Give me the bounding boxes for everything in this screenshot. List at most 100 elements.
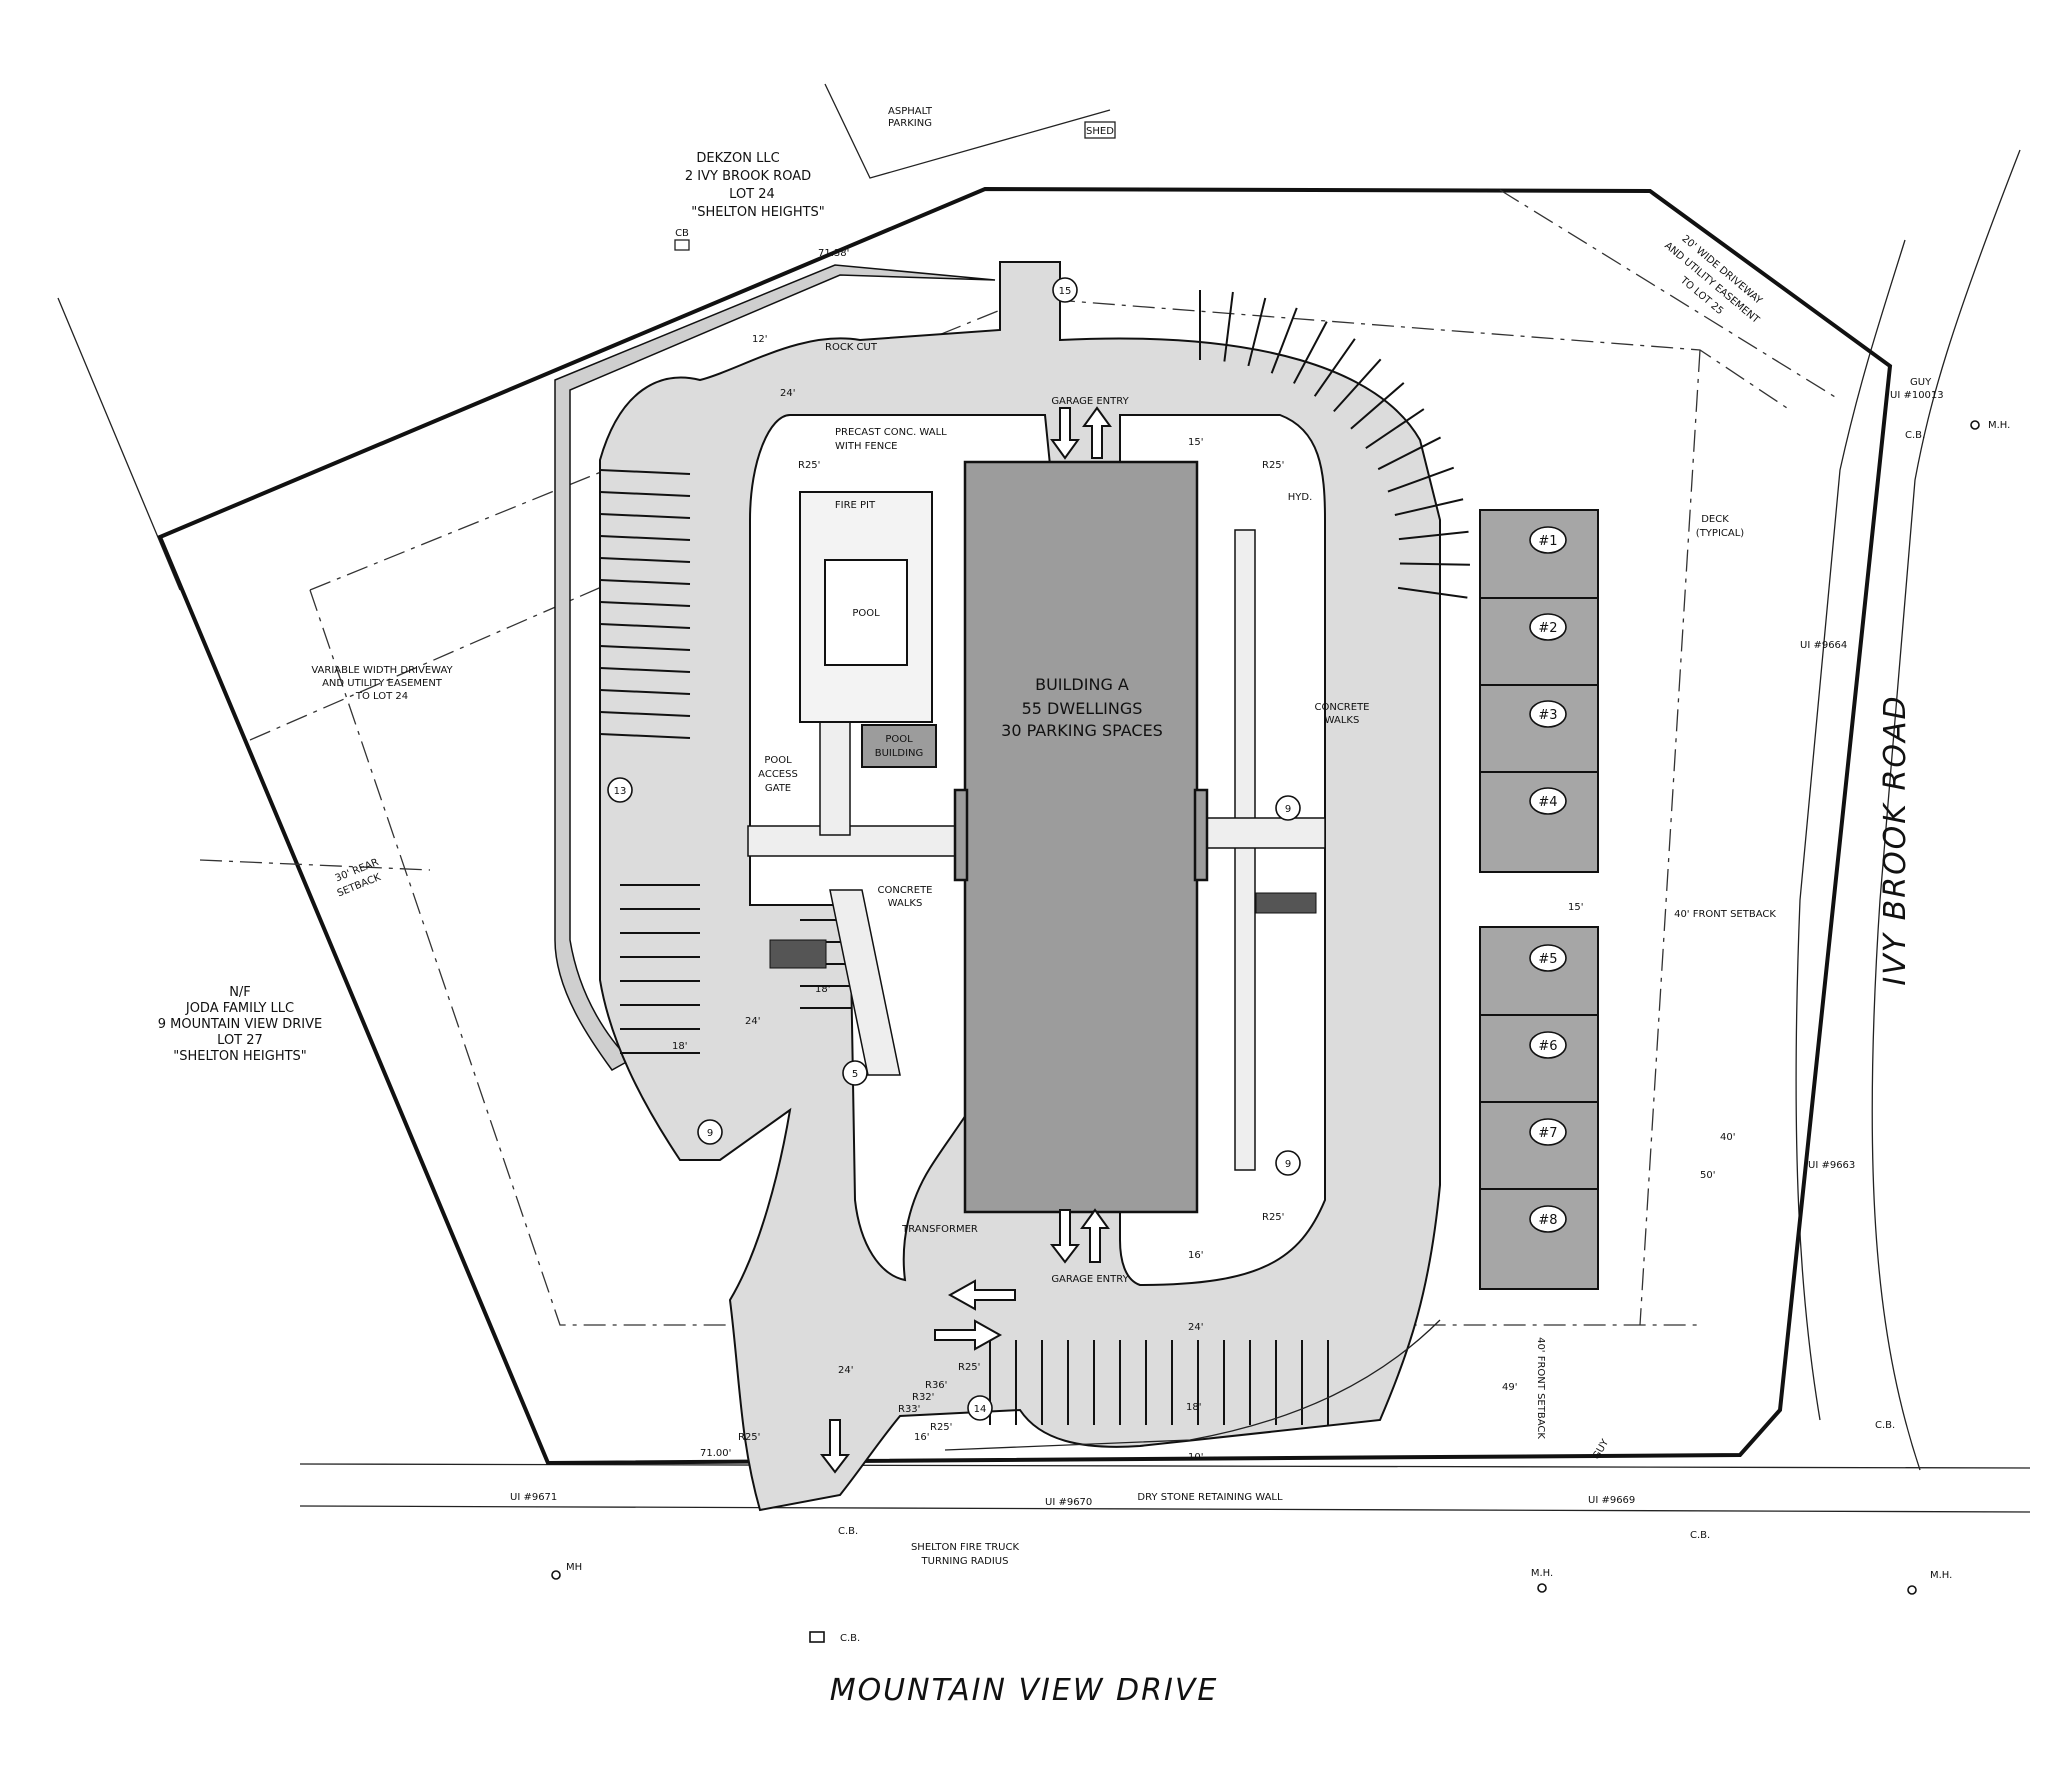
dim-15-between: 15' — [1568, 902, 1583, 913]
manhole-s — [1537, 1583, 1547, 1593]
ui-9670: UI #9670 — [1045, 1497, 1092, 1508]
dim-50: 50' — [1700, 1170, 1715, 1181]
stall-west-0 — [599, 469, 691, 475]
pool-building-label-2: BUILDING — [875, 748, 924, 759]
stall-north-7 — [1350, 382, 1405, 430]
dim-24-bot: 24' — [1188, 1322, 1203, 1333]
stall-count-4: 9 — [707, 1128, 713, 1139]
stall-west-2 — [599, 513, 691, 519]
stall-west-7 — [599, 623, 691, 629]
stall-count-3: 5 — [852, 1069, 858, 1080]
fire-truck-label-2: TURNING RADIUS — [921, 1556, 1009, 1567]
ui-9669: UI #9669 — [1588, 1495, 1635, 1506]
pool-label: POOL — [852, 608, 880, 619]
stall-north-4 — [1293, 321, 1328, 384]
cb-label-south-2: C.B. — [838, 1526, 858, 1537]
pool-access-gate-1: POOL — [764, 755, 792, 766]
ui-9663: UI #9663 — [1808, 1160, 1855, 1171]
dim-24-top: 24' — [780, 388, 795, 399]
stall-count-6: 14 — [974, 1404, 987, 1415]
stall-west-10 — [599, 689, 691, 695]
stall-west-8 — [599, 645, 691, 651]
dim-r25d: R25' — [738, 1432, 760, 1443]
deck-label-2: (TYPICAL) — [1696, 528, 1744, 539]
stall-count-circle-4 — [697, 1119, 723, 1145]
stall-north-5 — [1313, 338, 1356, 397]
unit-label-2: #2 — [1538, 621, 1557, 636]
stall-north-9 — [1377, 436, 1442, 471]
stall-north-2 — [1247, 297, 1267, 367]
deck-label-1: DECK — [1701, 514, 1729, 525]
unit-badge-6 — [1529, 1031, 1567, 1059]
unit-label-1: #1 — [1538, 534, 1557, 549]
stall-north-14 — [1397, 586, 1468, 599]
easement-24-1: VARIABLE WIDTH DRIVEWAY — [311, 665, 453, 676]
mh-label-sw: MH — [566, 1562, 582, 1573]
dim-r25e: R25' — [930, 1422, 952, 1433]
accessible-stall-left — [769, 939, 827, 969]
concrete-walks-left-2: WALKS — [888, 898, 923, 909]
west-owner-line-1: N/F — [229, 985, 251, 1000]
asphalt-label-2: PARKING — [888, 118, 932, 129]
unit-label-5: #5 — [1538, 952, 1557, 967]
stall-west-6 — [599, 601, 691, 607]
dim-24-south: 24' — [838, 1365, 853, 1376]
dim-r33: R33' — [898, 1404, 920, 1415]
west-owner-line-2: JODA FAMILY LLC — [185, 1001, 294, 1016]
dry-stone-wall-label: DRY STONE RETAINING WALL — [1137, 1492, 1283, 1503]
unit-badge-8 — [1529, 1205, 1567, 1233]
dim-r25a: R25' — [798, 460, 820, 471]
manhole-se — [1907, 1585, 1917, 1595]
unit-badge-3 — [1529, 700, 1567, 728]
stall-count-2: 9 — [1285, 804, 1291, 815]
dim-49: 49' — [1502, 1382, 1517, 1393]
dim-71-38: 71.38' — [818, 248, 849, 259]
dim-40: 40' — [1720, 1132, 1735, 1143]
shed-label: SHED — [1086, 126, 1114, 137]
stall-count-1: 13 — [614, 786, 627, 797]
fire-pit-label: FIRE PIT — [835, 500, 876, 511]
stall-count-circle-0 — [1052, 277, 1078, 303]
fire-truck-label-1: SHELTON FIRE TRUCK — [911, 1542, 1020, 1553]
stall-north-8 — [1365, 408, 1425, 449]
hydrant-label: HYD. — [1288, 492, 1313, 503]
precast-wall-label-1: PRECAST CONC. WALL — [835, 427, 947, 438]
rock-cut-label: ROCK CUT — [825, 342, 878, 353]
north-owner-line-2: 2 IVY BROOK ROAD — [685, 169, 811, 184]
mh-label-ne: M.H. — [1988, 420, 2010, 431]
dim-r25c: R25' — [1262, 1212, 1284, 1223]
north-owner-line-1: DEKZON LLC — [696, 151, 779, 166]
stall-count-circle-3 — [842, 1060, 868, 1086]
accessible-stall-right — [1255, 892, 1317, 914]
front-setback-right: 40' FRONT SETBACK — [1674, 909, 1776, 920]
cb-label-south: C.B. — [840, 1633, 860, 1644]
stall-count-5: 9 — [1285, 1159, 1291, 1170]
stall-west-3 — [599, 535, 691, 541]
stall-west-11 — [599, 711, 691, 717]
unit-block-south — [1479, 926, 1599, 1290]
stall-count-0: 15 — [1059, 286, 1072, 297]
pool — [824, 559, 908, 666]
stall-north-13 — [1399, 562, 1470, 566]
building-parking: 30 PARKING SPACES — [1001, 721, 1163, 740]
mh-label-s: M.H. — [1531, 1568, 1553, 1579]
stall-north-1 — [1223, 291, 1234, 362]
west-owner-line-5: "SHELTON HEIGHTS" — [173, 1049, 307, 1064]
dim-r36: R36' — [925, 1380, 947, 1391]
garage-entry-bottom: GARAGE ENTRY — [1051, 1274, 1129, 1285]
west-owner: N/F JODA FAMILY LLC 9 MOUNTAIN VIEW DRIV… — [158, 985, 323, 1064]
pool-building-label-1: POOL — [885, 734, 913, 745]
cb-label-south-3: C.B. — [1690, 1530, 1710, 1541]
dim-16a: 16' — [1188, 1250, 1203, 1261]
concrete-walks-right-1: CONCRETE — [1314, 702, 1369, 713]
unit-badge-7 — [1529, 1118, 1567, 1146]
unit-badge-5 — [1529, 944, 1567, 972]
dry-stone-retaining-wall — [944, 1319, 1441, 1451]
stall-west-5 — [599, 579, 691, 585]
catch-basin-north — [674, 239, 690, 251]
pool-access-gate-3: GATE — [765, 783, 791, 794]
manhole-ne — [1970, 420, 1980, 430]
dim-r25b: R25' — [1262, 460, 1284, 471]
unit-label-7: #7 — [1538, 1126, 1557, 1141]
